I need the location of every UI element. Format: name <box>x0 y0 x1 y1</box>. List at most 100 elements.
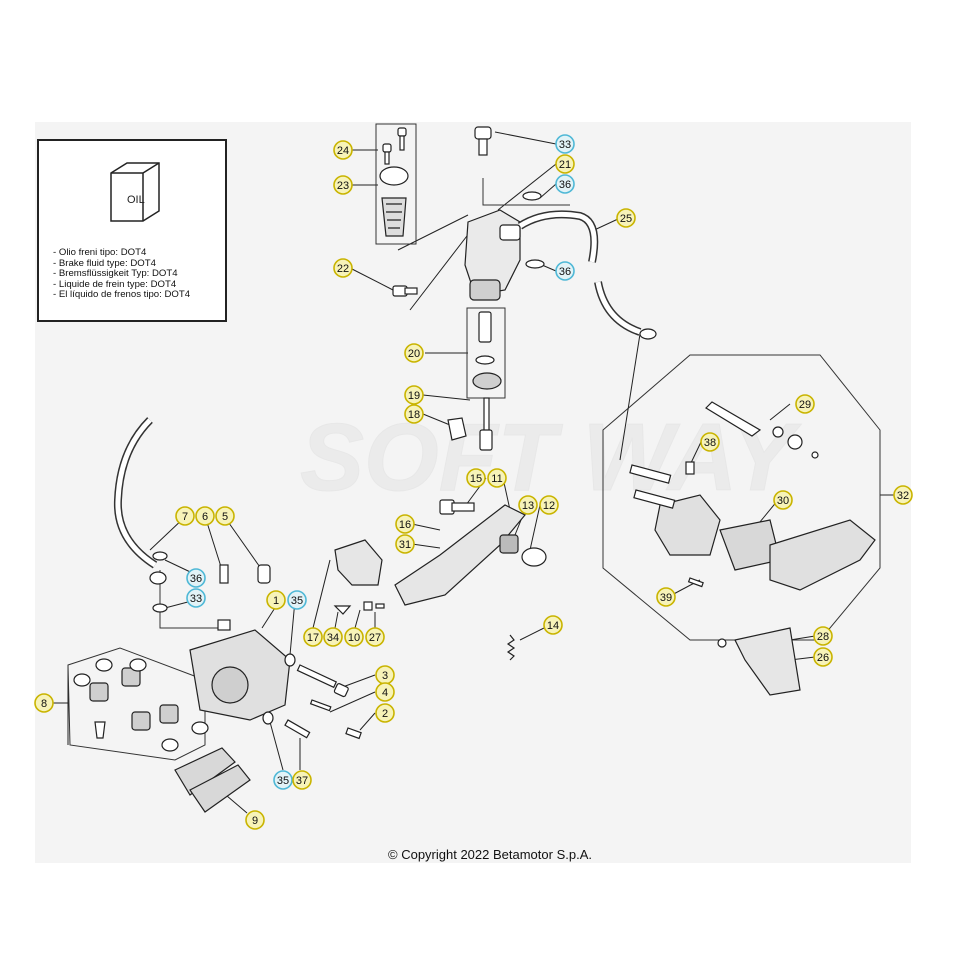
callout-38: 38 <box>700 432 720 452</box>
callout-number: 8 <box>41 698 47 710</box>
callout-circle <box>186 588 206 608</box>
callout-number: 35 <box>291 595 303 607</box>
callout-circle <box>395 514 415 534</box>
callout-33: 33 <box>186 588 206 608</box>
callout-19: 19 <box>404 385 424 405</box>
callout-15: 15 <box>466 468 486 488</box>
callout-number: 11 <box>491 473 502 485</box>
fluid-line-it: - Olio freni tipo: DOT4 <box>53 247 147 258</box>
callout-number: 4 <box>382 687 388 699</box>
fluid-line-de: - Bremsflüssigkeit Typ: DOT4 <box>53 268 178 279</box>
callout-8: 8 <box>34 693 54 713</box>
callout-22: 22 <box>333 258 353 278</box>
callout-number: 1 <box>273 595 279 607</box>
group-frames <box>67 123 881 761</box>
pin <box>687 577 704 588</box>
callout-35: 35 <box>287 590 307 610</box>
callout-7: 7 <box>175 506 195 526</box>
callout-circle <box>404 404 424 424</box>
bushing <box>499 534 519 554</box>
callout-17: 17 <box>303 627 323 647</box>
callout-number: 34 <box>327 632 339 644</box>
callout-number: 13 <box>522 500 534 512</box>
callout-circle <box>395 534 415 554</box>
callout-number: 6 <box>202 511 208 523</box>
callout-18: 18 <box>404 404 424 424</box>
callout-36: 36 <box>555 174 575 194</box>
callout-circle <box>555 134 575 154</box>
callout-number: 28 <box>817 631 829 643</box>
callout-number: 5 <box>222 511 228 523</box>
callout-circle <box>333 258 353 278</box>
callout-2: 2 <box>375 703 395 723</box>
callout-circle <box>195 506 215 526</box>
brake-fluid-notice: OIL - Olio freni tipo: DOT4 - Brake flui… <box>37 139 227 322</box>
disc-guard <box>734 627 801 696</box>
callout-31: 31 <box>395 534 415 554</box>
callout-33: 33 <box>555 134 575 154</box>
callout-circle <box>404 385 424 405</box>
callout-23: 23 <box>333 175 353 195</box>
oil-can-icon: OIL <box>110 162 160 222</box>
callout-12: 12 <box>539 495 559 515</box>
caliper-assembly-right <box>629 401 876 591</box>
callout-circle <box>466 468 486 488</box>
callout-number: 14 <box>547 620 559 632</box>
callout-number: 36 <box>190 573 202 585</box>
callout-circle <box>555 174 575 194</box>
callout-number: 7 <box>182 511 188 523</box>
callout-35: 35 <box>273 770 293 790</box>
callout-number: 23 <box>337 180 349 192</box>
callout-number: 16 <box>399 519 411 531</box>
caliper-bolts <box>284 664 362 740</box>
callout-circle <box>555 154 575 174</box>
callout-number: 10 <box>348 632 360 644</box>
brake-pads <box>174 747 251 813</box>
o-ring <box>525 259 545 269</box>
callout-circle <box>323 627 343 647</box>
spring-clip <box>333 605 352 615</box>
o-ring <box>522 191 542 201</box>
fluid-line-fr: - Liquide de frein type: DOT4 <box>53 278 177 290</box>
callout-number: 31 <box>399 539 411 551</box>
callout-number: 21 <box>559 159 571 171</box>
callout-number: 35 <box>277 775 289 787</box>
callout-circle <box>539 495 559 515</box>
callout-circle <box>616 208 636 228</box>
callout-circle <box>487 468 507 488</box>
callout-circle <box>175 506 195 526</box>
callout-30: 30 <box>773 490 793 510</box>
callout-28: 28 <box>813 626 833 646</box>
callout-39: 39 <box>656 587 676 607</box>
callout-circle <box>656 587 676 607</box>
callout-20: 20 <box>404 343 424 363</box>
split-pin <box>375 603 385 609</box>
callout-10: 10 <box>344 627 364 647</box>
callout-1: 1 <box>266 590 286 610</box>
callout-circle <box>215 506 235 526</box>
callout-circle <box>365 627 385 647</box>
callout-circle <box>375 682 395 702</box>
callout-number: 15 <box>470 473 482 485</box>
callout-circle <box>700 432 720 452</box>
callout-6: 6 <box>195 506 215 526</box>
parts <box>73 126 876 813</box>
callout-34: 34 <box>323 627 343 647</box>
callout-number: 20 <box>408 348 420 360</box>
callout-circle <box>773 490 793 510</box>
callout-29: 29 <box>795 394 815 414</box>
callout-number: 33 <box>559 139 571 151</box>
callout-number: 29 <box>799 399 811 411</box>
callout-number: 25 <box>620 213 632 225</box>
callout-circle <box>404 343 424 363</box>
callout-number: 18 <box>408 409 420 421</box>
callout-number: 26 <box>817 652 829 664</box>
clip <box>447 417 467 441</box>
callout-36: 36 <box>186 568 206 588</box>
brake-pedal-lever <box>394 504 526 606</box>
callout-13: 13 <box>518 495 538 515</box>
callout-25: 25 <box>616 208 636 228</box>
pivot-cap <box>521 547 547 567</box>
callout-circle <box>266 590 286 610</box>
svg-text:SOFT WAY: SOFT WAY <box>300 404 802 511</box>
